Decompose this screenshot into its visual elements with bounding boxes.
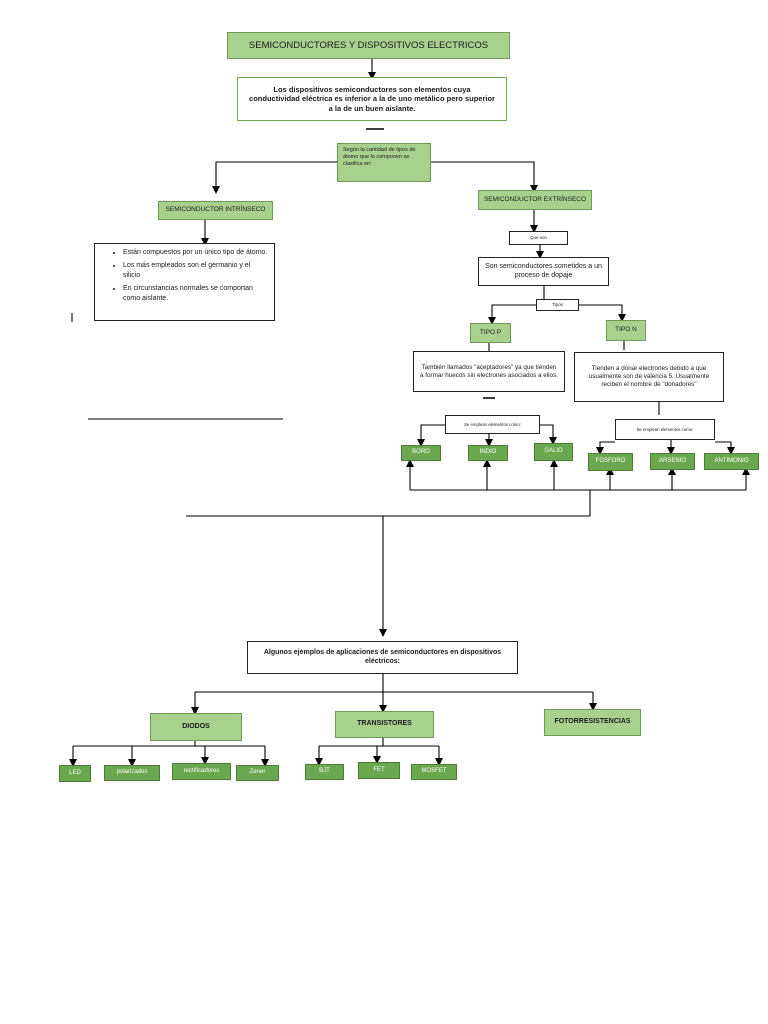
tipo-n-description-box: Tienden a donar electrones debido a que …: [574, 352, 724, 402]
tipo-p-label: TIPO P: [479, 328, 502, 336]
element-boro: BORO: [401, 445, 441, 461]
fotorresistencias-label: FOTORRESISTENCIAS: [554, 718, 631, 726]
definition-text: Los dispositivos semiconductores son ele…: [249, 84, 495, 113]
tipo-n-elements-connector-text: Se emplean elementos como:: [636, 426, 694, 432]
classification-note-box: Según la cantidad de tipos de átomo que …: [337, 143, 431, 182]
arrow-to-tipo-p: [488, 304, 536, 325]
tipo-n-description-text: Tienden a donar electrones debido a que …: [588, 365, 710, 388]
transistor-fet-label: FET: [373, 766, 385, 773]
applications-intro-text: Algunos ejemplos de aplicaciones de semi…: [263, 648, 502, 665]
element-indio-label: INDIO: [479, 449, 497, 456]
tipo-n-elements-connector-box: Se emplean elementos como:: [615, 419, 715, 440]
arrow-to-tipo-n: [564, 304, 626, 322]
diode-rectificadores: rectificadores: [172, 763, 231, 780]
element-galio: GALIO: [534, 443, 573, 461]
tipo-p-elements-connector-box: Se emplean elementos como:: [445, 415, 540, 434]
transistores-box: TRANSISTORES: [335, 711, 434, 738]
title-text: SEMICONDUCTORES Y DISPOSITIVOS ELECTRICO…: [248, 39, 489, 51]
tipo-n-box: TIPO N: [606, 320, 646, 341]
element-fosforo: FOSFORO: [588, 453, 633, 471]
tipo-p-description-text: También llamados "aceptadores" ya que ti…: [420, 363, 558, 379]
extrinsic-label: SEMICONDUCTOR EXTRÍNSECO: [483, 195, 587, 203]
transistor-mosfet: MOSFET: [411, 764, 457, 780]
tipo-n-label: TIPO N: [615, 326, 637, 334]
diode-zener: Zener: [236, 765, 279, 781]
element-antimonio: ANTIMONIO: [704, 453, 759, 470]
intrinsic-label: SEMICONDUCTOR INTRÍNSECO: [165, 206, 266, 214]
transistor-mosfet-label: MOSFET: [421, 768, 447, 775]
arrow-to-galio: [540, 424, 557, 445]
intrinsic-bullet-2: Los más empleados son el germanio y el s…: [123, 261, 268, 280]
intrinsic-box: SEMICONDUCTOR INTRÍNSECO: [158, 201, 273, 220]
tipo-p-elements-connector-text: Se emplean elementos como:: [464, 421, 521, 427]
classification-note-text: Según la cantidad de tipos de átomo que …: [343, 147, 416, 167]
extrinsic-description-box: Son semiconductores sometidos a un proce…: [478, 257, 609, 286]
definition-box: Los dispositivos semiconductores son ele…: [237, 77, 507, 121]
arrow-to-extrinsic: [431, 161, 538, 193]
arrow-to-boro: [417, 424, 445, 447]
arrow-to-fosforo: [596, 441, 615, 455]
applications-intro-box: Algunos ejemplos de aplicaciones de semi…: [247, 641, 518, 674]
transistor-bjt-label: BJT: [319, 768, 330, 775]
intrinsic-bullet-3: En circunstancias normales se comportan …: [123, 284, 268, 303]
element-fosforo-label: FOSFORO: [595, 458, 626, 465]
fotorresistencias-box: FOTORRESISTENCIAS: [544, 709, 641, 736]
tipo-p-description-box: También llamados "aceptadores" ya que ti…: [413, 351, 565, 392]
tipos-text: Tipos: [552, 302, 563, 308]
extrinsic-box: SEMICONDUCTOR EXTRÍNSECO: [478, 190, 592, 210]
diodos-box: DIODOS: [150, 713, 242, 741]
diode-led: LED: [59, 765, 91, 782]
transistores-label: TRANSISTORES: [357, 720, 412, 728]
element-arsenio-label: ARSENIO: [658, 457, 686, 464]
arrow-to-intrinsic: [212, 161, 337, 194]
diode-led-label: LED: [69, 769, 81, 776]
diodos-label: DIODOS: [182, 722, 210, 730]
title-box: SEMICONDUCTORES Y DISPOSITIVOS ELECTRICO…: [227, 32, 510, 59]
element-boro-label: BORO: [412, 449, 430, 456]
tipo-p-box: TIPO P: [470, 323, 511, 343]
transistor-bjt: BJT: [305, 764, 344, 780]
tipos-box: Tipos: [536, 299, 579, 311]
intrinsic-bullet-list: Están compuestos por un único tipo de át…: [101, 248, 268, 307]
transistor-fet: FET: [358, 762, 400, 779]
element-arsenio: ARSENIO: [650, 453, 695, 470]
diode-rectificadores-label: rectificadores: [183, 767, 220, 774]
diode-polarizados-label: polarizados: [116, 769, 148, 776]
diode-polarizados: polarizados: [104, 765, 160, 781]
extrinsic-description-text: Son semiconductores sometidos a un proce…: [485, 262, 602, 279]
intrinsic-bullet-1: Están compuestos por un único tipo de át…: [123, 248, 268, 257]
element-antimonio-label: ANTIMONIO: [714, 457, 749, 464]
arrow-to-antimonio: [715, 441, 735, 455]
intrinsic-bullets-box: Están compuestos por un único tipo de át…: [94, 243, 275, 321]
que-son-text: Que son: [529, 235, 547, 241]
element-galio-label: GALIO: [544, 448, 563, 455]
element-indio: INDIO: [468, 445, 508, 461]
diode-zener-label: Zener: [249, 769, 266, 776]
que-son-box: Que son: [509, 231, 568, 245]
